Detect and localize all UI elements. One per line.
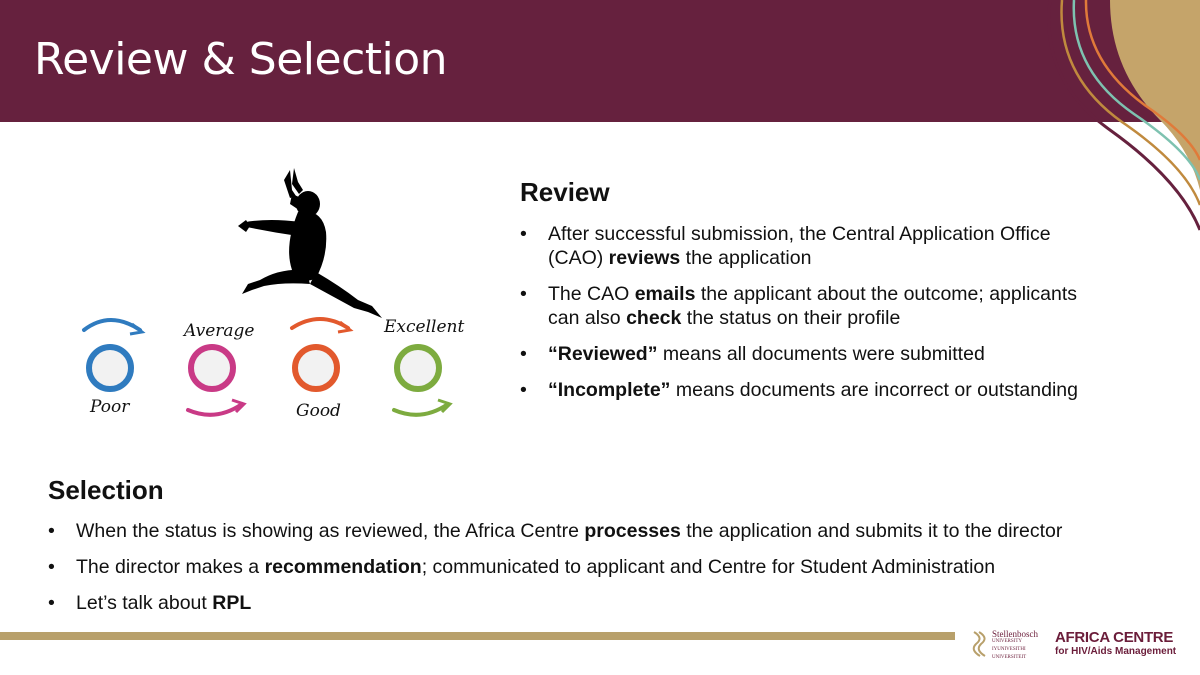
rating-label-good: Good: [296, 401, 341, 421]
decorative-swoosh: [1047, 0, 1200, 231]
stellenbosch-wordmark: Stellenbosch UNIVERSITY IYUNIVESITHI UNI…: [992, 629, 1038, 661]
rating-label-poor: Poor: [89, 397, 130, 417]
review-bullet: “Incomplete” means documents are incorre…: [520, 378, 1080, 402]
rating-label-average: Average: [182, 321, 254, 341]
review-bullet: The CAO emails the applicant about the o…: [520, 282, 1080, 330]
rating-label-excellent: Excellent: [383, 317, 464, 337]
selection-bullet: Let’s talk about RPL: [48, 591, 1188, 615]
rating-poor-icon: [82, 318, 146, 392]
africa-centre-logo-name: AFRICA CENTRE: [1055, 629, 1174, 646]
footer-rule: [0, 632, 955, 640]
review-heading: Review: [520, 177, 610, 207]
africa-centre-logo-subtitle: for HIV/Aids Management: [1055, 646, 1177, 657]
rating-good-icon: [290, 317, 354, 392]
emphasis-text: emails: [634, 283, 696, 305]
emphasis-text: “Incomplete”: [548, 379, 671, 401]
selection-bullet-list: When the status is showing as reviewed, …: [48, 519, 1188, 627]
stellenbosch-university-logo: [972, 631, 986, 657]
jumping-person-rating-illustration: Poor Average Good Excellent: [82, 168, 464, 421]
emphasis-text: RPL: [212, 592, 252, 614]
review-bullet: “Reviewed” means all documents were subm…: [520, 342, 1080, 366]
review-bullet: After successful submission, the Central…: [520, 222, 1080, 270]
slide-title: Review & Selection: [34, 34, 448, 85]
jumping-person-silhouette: [238, 168, 382, 318]
emphasis-text: processes: [584, 520, 681, 542]
emphasis-text: recommendation: [264, 556, 422, 578]
selection-bullet: The director makes a recommendation; com…: [48, 555, 1188, 579]
title-bar: [0, 0, 1200, 122]
rating-average-icon: [186, 344, 247, 417]
selection-heading: Selection: [48, 475, 164, 505]
emphasis-text: “Reviewed”: [548, 343, 658, 365]
emphasis-text: reviews: [608, 247, 681, 269]
emphasis-text: check: [626, 307, 682, 329]
selection-bullet: When the status is showing as reviewed, …: [48, 519, 1188, 543]
review-bullet-list: After successful submission, the Central…: [520, 222, 1080, 414]
rating-excellent-icon: [392, 344, 453, 417]
